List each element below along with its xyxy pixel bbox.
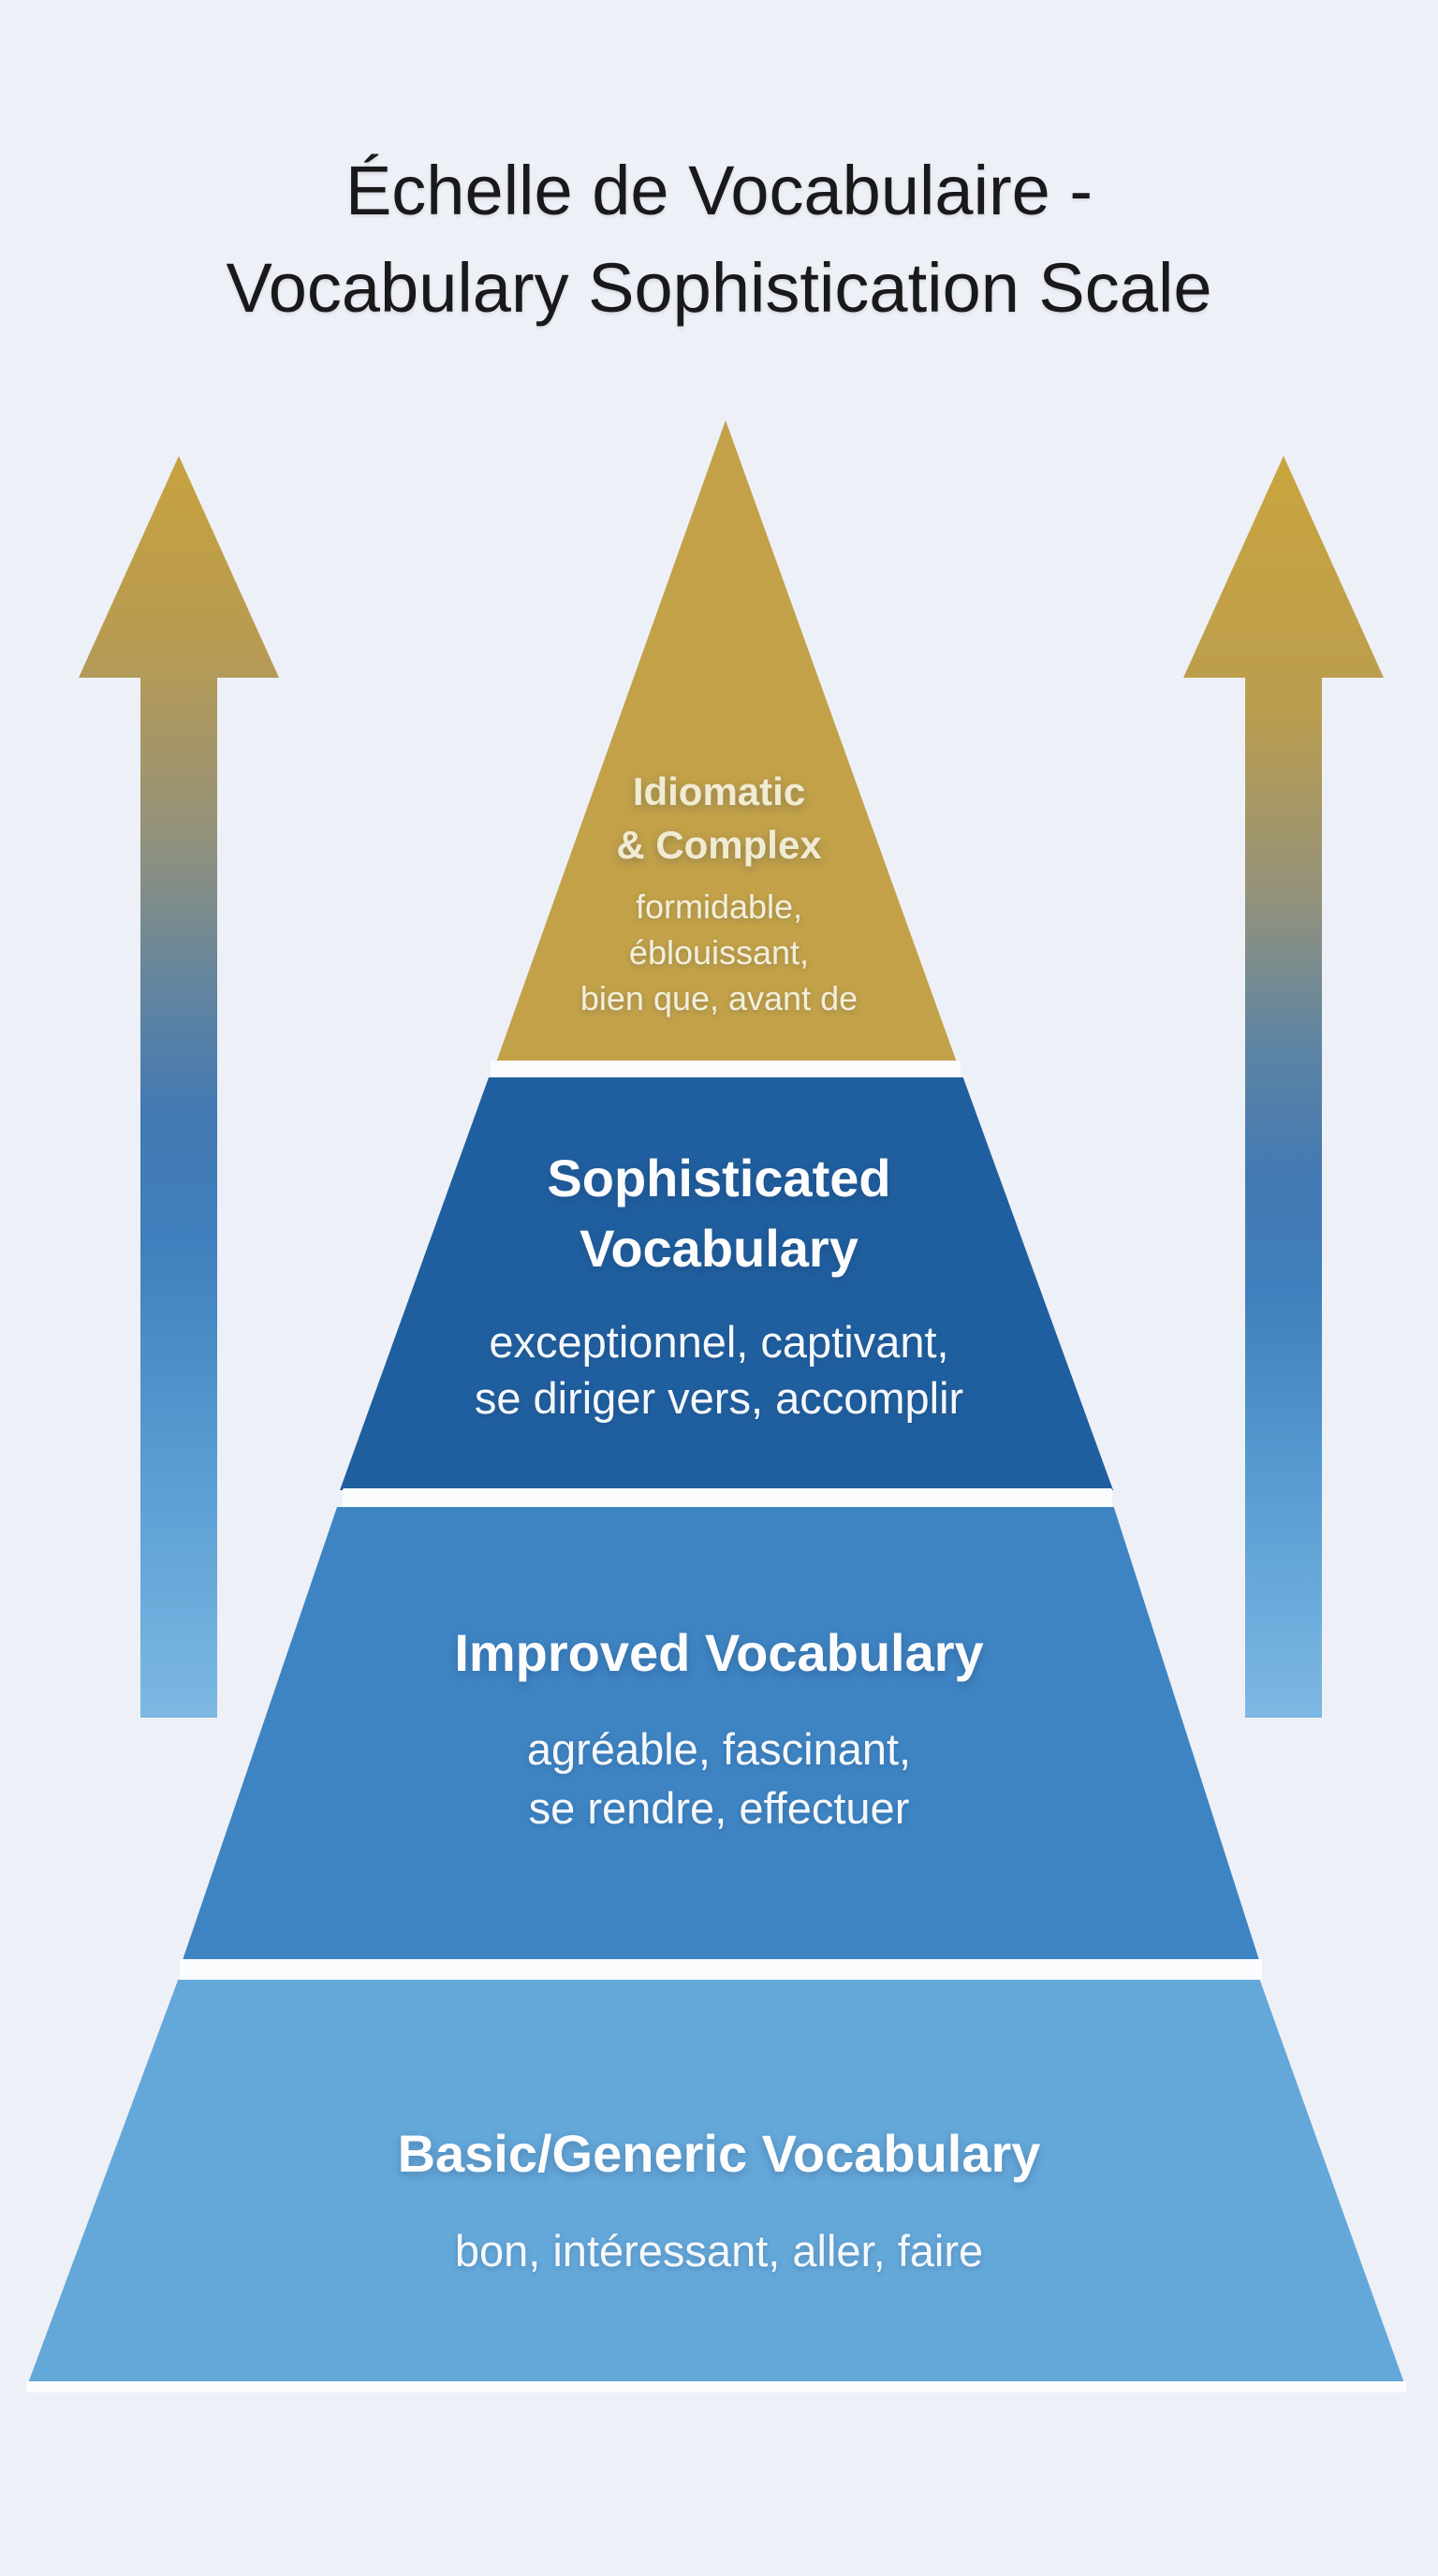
heading-line: Idiomatic: [632, 769, 806, 813]
page-title: Échelle de Vocabulaire - Vocabulary Soph…: [0, 142, 1438, 337]
tier-divider: [343, 1488, 1112, 1507]
tier-3-heading: Improved Vocabulary: [0, 1617, 1438, 1688]
example-line: agréable, fascinant,: [526, 1724, 912, 1774]
tier-sophisticated-vocabulary: [340, 1077, 1113, 1490]
tier-divider: [180, 1959, 1262, 1980]
tier-divider: [491, 1061, 961, 1077]
example-line: exceptionnel, captivant,: [489, 1317, 949, 1367]
example-line: bien que, avant de: [580, 979, 858, 1017]
heading-line: Sophisticated: [547, 1149, 891, 1208]
example-line: formidable,: [635, 887, 803, 926]
tier-basic-generic-vocabulary: [28, 1980, 1404, 2383]
heading-line: Basic/Generic Vocabulary: [397, 2124, 1041, 2183]
tier-1-examples: formidable, éblouissant, bien que, avant…: [0, 884, 1438, 1021]
page-title-line2: Vocabulary Sophistication Scale: [226, 249, 1212, 327]
tier-3-examples: agréable, fascinant, se rendre, effectue…: [0, 1720, 1438, 1837]
tier-2-heading: Sophisticated Vocabulary: [0, 1143, 1438, 1283]
tier-2-examples: exceptionnel, captivant, se diriger vers…: [0, 1314, 1438, 1427]
up-arrow-left-icon: [79, 456, 279, 1718]
tier-4-examples: bon, intéressant, aller, faire: [0, 2221, 1438, 2280]
heading-line: Vocabulary: [580, 1219, 858, 1278]
example-line: se diriger vers, accomplir: [474, 1373, 964, 1423]
tier-1-heading: Idiomatic & Complex: [0, 765, 1438, 871]
example-line: se rendre, effectuer: [528, 1783, 910, 1833]
heading-line: & Complex: [616, 823, 822, 867]
tier-divider: [26, 2381, 1406, 2393]
example-line: éblouissant,: [628, 933, 810, 972]
up-arrow-right-icon: [1183, 456, 1384, 1718]
example-line: bon, intéressant, aller, faire: [454, 2226, 984, 2276]
tier-improved-vocabulary: [183, 1507, 1259, 1960]
tier-4-heading: Basic/Generic Vocabulary: [0, 2118, 1438, 2188]
page-title-line1: Échelle de Vocabulaire -: [345, 152, 1093, 229]
heading-line: Improved Vocabulary: [454, 1623, 984, 1682]
